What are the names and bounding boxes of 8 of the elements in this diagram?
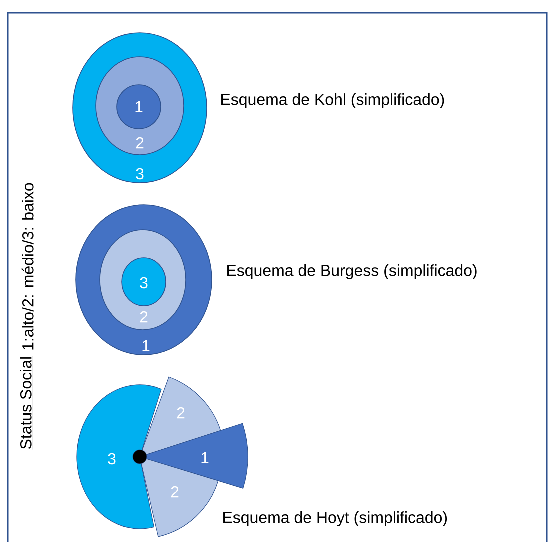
caption: Esquema de Burgess (simplificado) — [228, 264, 477, 280]
axis-title: 1:alto/2: médio/3: baixo — [22, 183, 34, 350]
caption: Esquema de Hoyt (simplificado) — [224, 512, 448, 526]
caption: Esquema de Kohl (simplificado) — [222, 94, 444, 108]
axis-title: Status Social — [20, 356, 34, 450]
ring: 3 — [122, 258, 166, 306]
sector: 3 — [76, 384, 162, 530]
ring: 1 — [116, 84, 162, 130]
